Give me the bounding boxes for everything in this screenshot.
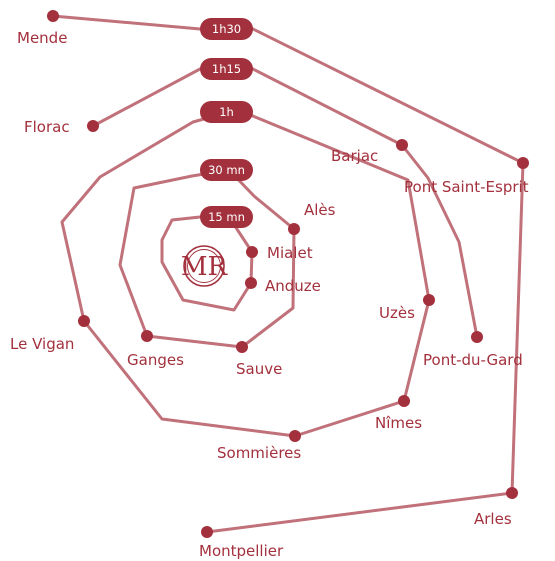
label-arles: Arles bbox=[474, 510, 512, 528]
dot-montpellier bbox=[201, 526, 213, 538]
label-anduze: Anduze bbox=[265, 277, 321, 295]
pill-30mn: 30 mn bbox=[200, 159, 253, 181]
ring-15mn bbox=[160, 215, 254, 312]
dot-uzes bbox=[423, 294, 435, 306]
label-ales: Alès bbox=[304, 201, 336, 219]
svg-text:1h: 1h bbox=[219, 105, 234, 119]
label-mialet: Mialet bbox=[267, 244, 313, 262]
dot-ales bbox=[288, 223, 300, 235]
label-nimes: Nîmes bbox=[375, 414, 422, 432]
label-le-vigan: Le Vigan bbox=[10, 335, 74, 353]
pill-1h30: 1h30 bbox=[200, 18, 253, 40]
mr-monogram-logo: MR bbox=[181, 245, 229, 287]
dot-mende bbox=[47, 10, 59, 22]
dot-florac bbox=[87, 120, 99, 132]
label-barjac: Barjac bbox=[331, 147, 378, 165]
dot-barjac bbox=[396, 139, 408, 151]
svg-text:1h30: 1h30 bbox=[212, 22, 241, 36]
pill-15mn: 15 mn bbox=[200, 206, 253, 228]
label-florac: Florac bbox=[24, 118, 70, 136]
dot-ganges bbox=[141, 330, 153, 342]
label-pont-du-gard: Pont-du-Gard bbox=[423, 351, 523, 369]
svg-text:MR: MR bbox=[181, 252, 229, 282]
dot-arles bbox=[506, 487, 518, 499]
label-mende: Mende bbox=[17, 29, 67, 47]
pill-1h: 1h bbox=[200, 101, 253, 123]
dot-pont-saint-esprit bbox=[517, 157, 529, 169]
ring-30mn bbox=[118, 168, 296, 349]
dot-anduze bbox=[245, 277, 257, 289]
ring-1h bbox=[60, 110, 431, 438]
label-ganges: Ganges bbox=[127, 351, 184, 369]
dot-le-vigan bbox=[78, 315, 90, 327]
dot-nimes bbox=[398, 395, 410, 407]
ring-1h15 bbox=[91, 67, 479, 339]
pill-1h15: 1h15 bbox=[200, 58, 253, 80]
dot-mialet bbox=[246, 246, 258, 258]
dot-sauve bbox=[236, 341, 248, 353]
label-sauve: Sauve bbox=[236, 360, 282, 378]
dot-pont-du-gard bbox=[471, 331, 483, 343]
svg-text:15 mn: 15 mn bbox=[208, 210, 245, 224]
label-uzes: Uzès bbox=[379, 304, 415, 322]
label-sommieres: Sommières bbox=[217, 444, 301, 462]
label-montpellier: Montpellier bbox=[199, 542, 284, 560]
label-pont-saint-esprit: Pont Saint-Esprit bbox=[404, 178, 529, 196]
svg-text:30 mn: 30 mn bbox=[208, 163, 245, 177]
dot-sommieres bbox=[289, 430, 301, 442]
svg-text:1h15: 1h15 bbox=[212, 62, 241, 76]
